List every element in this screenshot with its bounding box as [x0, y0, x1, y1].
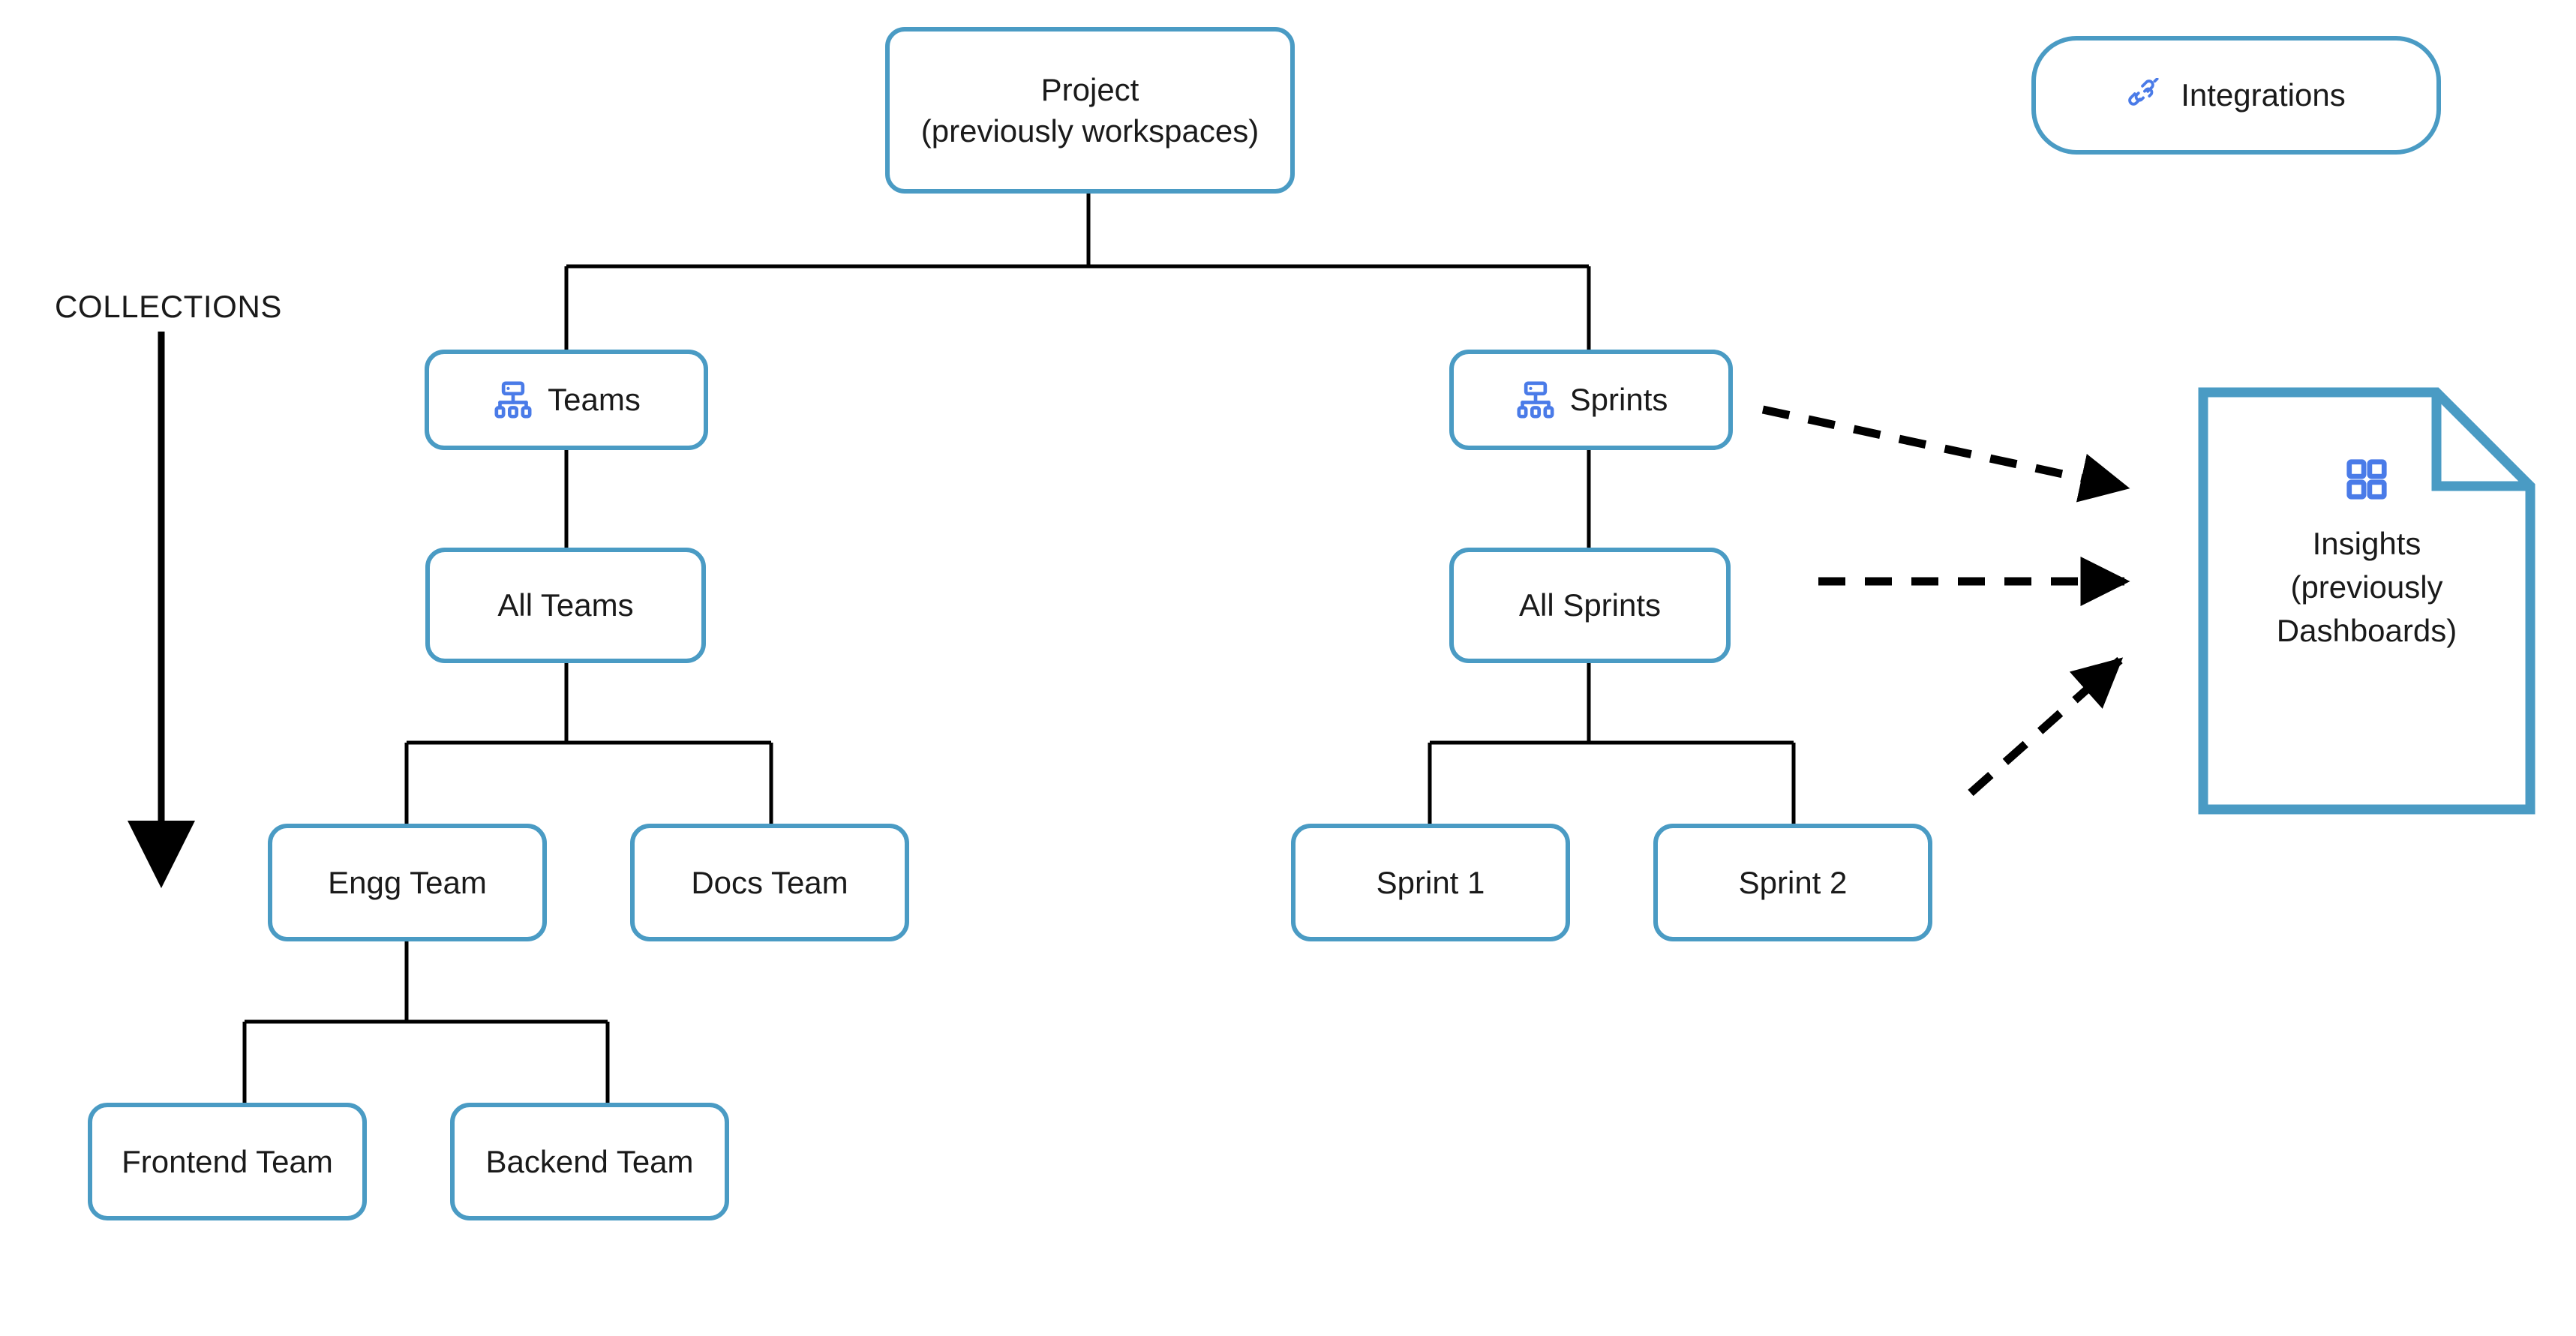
node-project[interactable]: Project (previously workspaces)	[885, 27, 1295, 194]
all-sprints-to-children-connector	[1428, 663, 1796, 824]
node-frontend-team-label: Frontend Team	[122, 1143, 333, 1179]
flow-sprints-to-insights	[1761, 405, 2130, 503]
hierarchy-icon	[1515, 379, 1557, 421]
engg-team-to-children-connector	[242, 941, 610, 1103]
node-sprint-1-label: Sprint 1	[1376, 864, 1485, 900]
node-sprint-2-label: Sprint 2	[1738, 864, 1848, 900]
node-engg-team-label: Engg Team	[328, 864, 487, 900]
root-to-branches-connector	[564, 194, 1591, 350]
node-teams[interactable]: Teams	[425, 350, 708, 450]
plug-connector-icon	[2127, 77, 2161, 113]
node-docs-team[interactable]: Docs Team	[630, 824, 909, 941]
node-teams-label: Teams	[548, 382, 641, 418]
node-sprint-2[interactable]: Sprint 2	[1653, 824, 1932, 941]
node-backend-team-label: Backend Team	[485, 1143, 694, 1179]
dashboard-grid-icon	[2343, 456, 2390, 503]
node-all-teams[interactable]: All Teams	[425, 548, 706, 663]
node-sprint-1[interactable]: Sprint 1	[1291, 824, 1570, 941]
hierarchy-icon	[492, 379, 534, 421]
document-folded-corner-shape	[2198, 387, 2535, 815]
integrations-pill[interactable]: Integrations	[2031, 36, 2441, 155]
node-docs-team-label: Docs Team	[691, 864, 848, 900]
node-frontend-team[interactable]: Frontend Team	[88, 1103, 367, 1220]
node-sprints-label: Sprints	[1569, 382, 1668, 418]
node-insights-label: Insights (previously Dashboards)	[2276, 526, 2457, 648]
collections-axis-label: COLLECTIONS	[55, 289, 282, 324]
node-sprints[interactable]: Sprints	[1449, 350, 1733, 450]
flow-sprint2-to-insights	[1968, 656, 2124, 797]
node-backend-team[interactable]: Backend Team	[450, 1103, 729, 1220]
node-all-sprints-label: All Sprints	[1518, 587, 1662, 623]
node-all-teams-label: All Teams	[497, 587, 634, 623]
node-engg-team[interactable]: Engg Team	[268, 824, 547, 941]
node-all-sprints[interactable]: All Sprints	[1449, 548, 1731, 663]
integrations-label: Integrations	[2181, 77, 2346, 113]
all-teams-to-children-connector	[404, 663, 773, 824]
node-insights[interactable]: Insights (previously Dashboards)	[2198, 387, 2535, 815]
node-project-label: Project (previously workspaces)	[920, 71, 1259, 149]
